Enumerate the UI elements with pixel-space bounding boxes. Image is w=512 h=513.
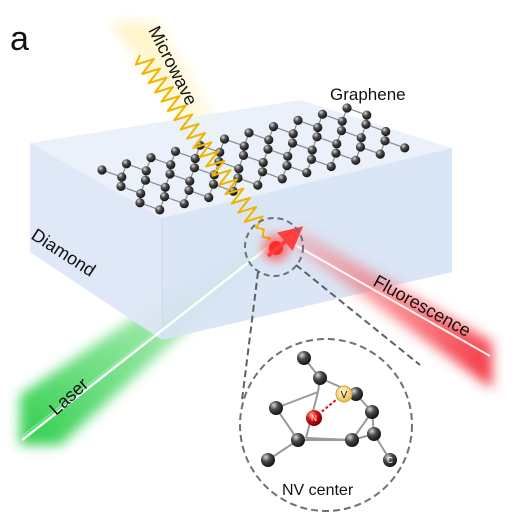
carbon-atom: [291, 433, 305, 447]
graphene-atom: [117, 172, 127, 182]
carbon-atom: [261, 453, 275, 467]
graphene-atom: [190, 153, 200, 164]
graphene-atom: [208, 179, 219, 189]
graphene-atom: [317, 109, 328, 119]
zoom-connector-right: [295, 264, 421, 366]
graphene-atom: [140, 175, 151, 185]
graphene-atom: [160, 182, 170, 192]
graphene-atom: [306, 154, 317, 164]
graphene-atom: [293, 115, 303, 125]
graphene-atom: [361, 119, 371, 129]
graphene-atom: [165, 169, 175, 179]
panel-label: a: [10, 20, 29, 58]
graphene-atom: [204, 192, 214, 203]
graphene-atom: [332, 139, 342, 149]
graphene-atom: [326, 161, 336, 172]
graphene-atom: [234, 164, 244, 174]
graphene-atom: [381, 126, 391, 137]
graphene-atom: [307, 145, 317, 155]
graphene-atom: [342, 103, 352, 113]
graphene-atom: [282, 161, 292, 171]
graphene-atom: [337, 116, 347, 126]
vacancy-site: [335, 385, 353, 403]
graphene-atom: [170, 146, 181, 156]
graphene-atom: [141, 166, 151, 176]
graphene-atom: [155, 205, 165, 215]
spin-arrow: [266, 226, 304, 258]
graphene-atom: [239, 141, 249, 151]
graphene-atom: [380, 136, 390, 146]
graphene-atom: [215, 147, 225, 157]
laser-core: [21, 243, 273, 441]
graphene-atom: [400, 143, 410, 153]
graphene-atom: [189, 163, 200, 173]
carbon-atom: [349, 387, 363, 401]
nv-glow-spot: [256, 226, 304, 268]
carbon-atom: [367, 427, 381, 441]
graphene-atom: [135, 198, 145, 208]
graphene-atom: [166, 160, 176, 170]
graphene-atom: [355, 142, 366, 152]
graphene-atom: [313, 122, 323, 133]
graphene-atom: [263, 144, 273, 154]
graphene-lattice: [97, 103, 410, 215]
carbon-atom: [297, 351, 311, 365]
carbon-letter: C: [387, 456, 393, 465]
graphene-atom: [238, 150, 249, 160]
graphene-atom: [302, 168, 312, 178]
graphene-atom: [146, 153, 156, 163]
carbon-atom: [345, 433, 359, 447]
graphene-atom: [159, 192, 170, 202]
diamond-left-face: [30, 143, 162, 340]
graphene-atom: [121, 159, 132, 169]
graphene-atom: [375, 149, 385, 159]
graphene-atom: [257, 167, 268, 177]
graphene-atom: [287, 138, 298, 148]
nv-center-label: NV center: [282, 482, 354, 499]
graphene-atom: [97, 165, 107, 175]
graphene-atom: [331, 148, 341, 158]
fluorescence-beam: [282, 230, 492, 388]
graphene-atom: [312, 132, 322, 142]
graphene-atom: [288, 129, 298, 139]
graphene-atom: [351, 155, 361, 165]
graphene-atom: [219, 134, 230, 144]
carbon-atom: [365, 405, 379, 419]
graphene-atom: [362, 110, 372, 120]
graphene-atom: [179, 199, 189, 209]
graphene-atom: [136, 188, 146, 199]
zoom-source-circle: [244, 217, 304, 277]
carbon-atom: [383, 453, 397, 467]
graphene-atom: [277, 174, 287, 184]
microwave-wave: [134, 54, 272, 241]
graphene-atom: [116, 181, 126, 191]
graphene-atom: [336, 126, 347, 136]
graphene-atom: [244, 128, 254, 138]
nitrogen-atom: [306, 410, 322, 426]
inset-lattice: V N C: [261, 351, 397, 467]
graphene-atom: [356, 133, 366, 143]
graphene-atom: [268, 122, 279, 132]
graphene-atom: [185, 176, 195, 186]
graphene-label: Graphene: [330, 85, 406, 104]
graphene-atom: [283, 151, 293, 161]
graphene-atom: [184, 185, 194, 195]
nv-center-inset: V N C: [239, 338, 413, 512]
vacancy-letter: V: [341, 390, 348, 401]
nitrogen-letter: N: [311, 414, 317, 423]
graphene-atom: [264, 135, 274, 145]
graphene-atom: [258, 157, 268, 168]
carbon-atom: [269, 401, 283, 415]
carbon-atom: [313, 371, 327, 385]
graphene-atom: [253, 180, 263, 190]
